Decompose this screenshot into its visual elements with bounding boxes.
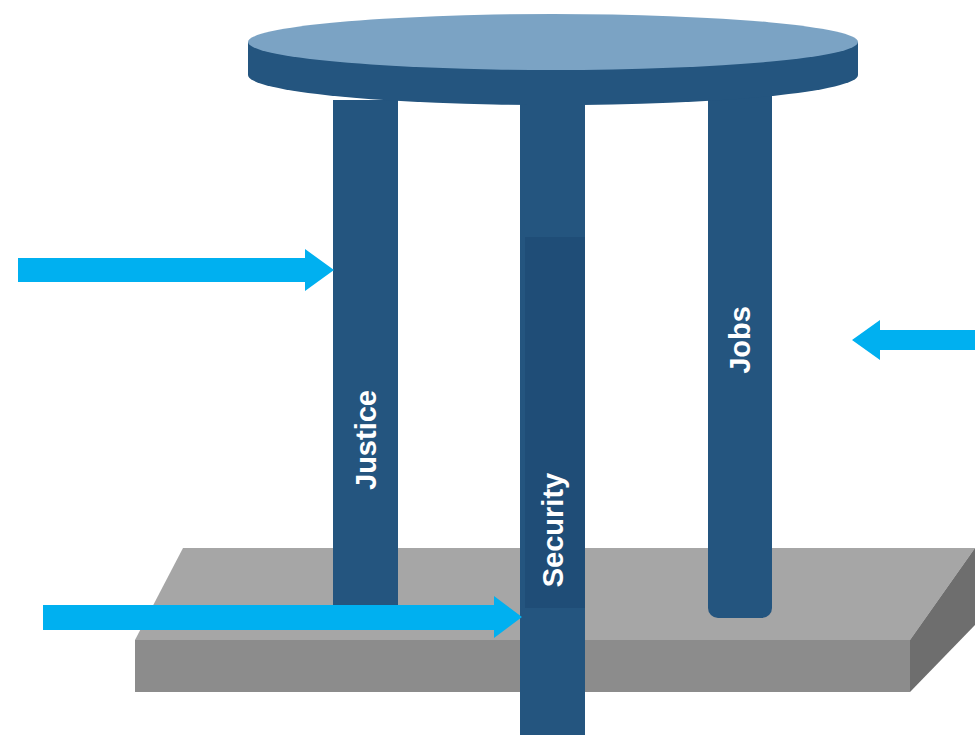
force-arrow (852, 320, 975, 360)
seat-top (248, 14, 858, 70)
floor-side (910, 548, 975, 692)
force-arrow (43, 596, 522, 638)
force-arrow (18, 249, 334, 291)
seat-side (248, 42, 858, 105)
stool-leg: Jobs (708, 95, 772, 618)
stool-leg: Security (520, 100, 585, 735)
leg-label: Jobs (726, 306, 755, 374)
leg-label: Justice (351, 390, 380, 490)
leg-label: Security (538, 473, 567, 587)
stool-leg: Justice (333, 100, 398, 605)
